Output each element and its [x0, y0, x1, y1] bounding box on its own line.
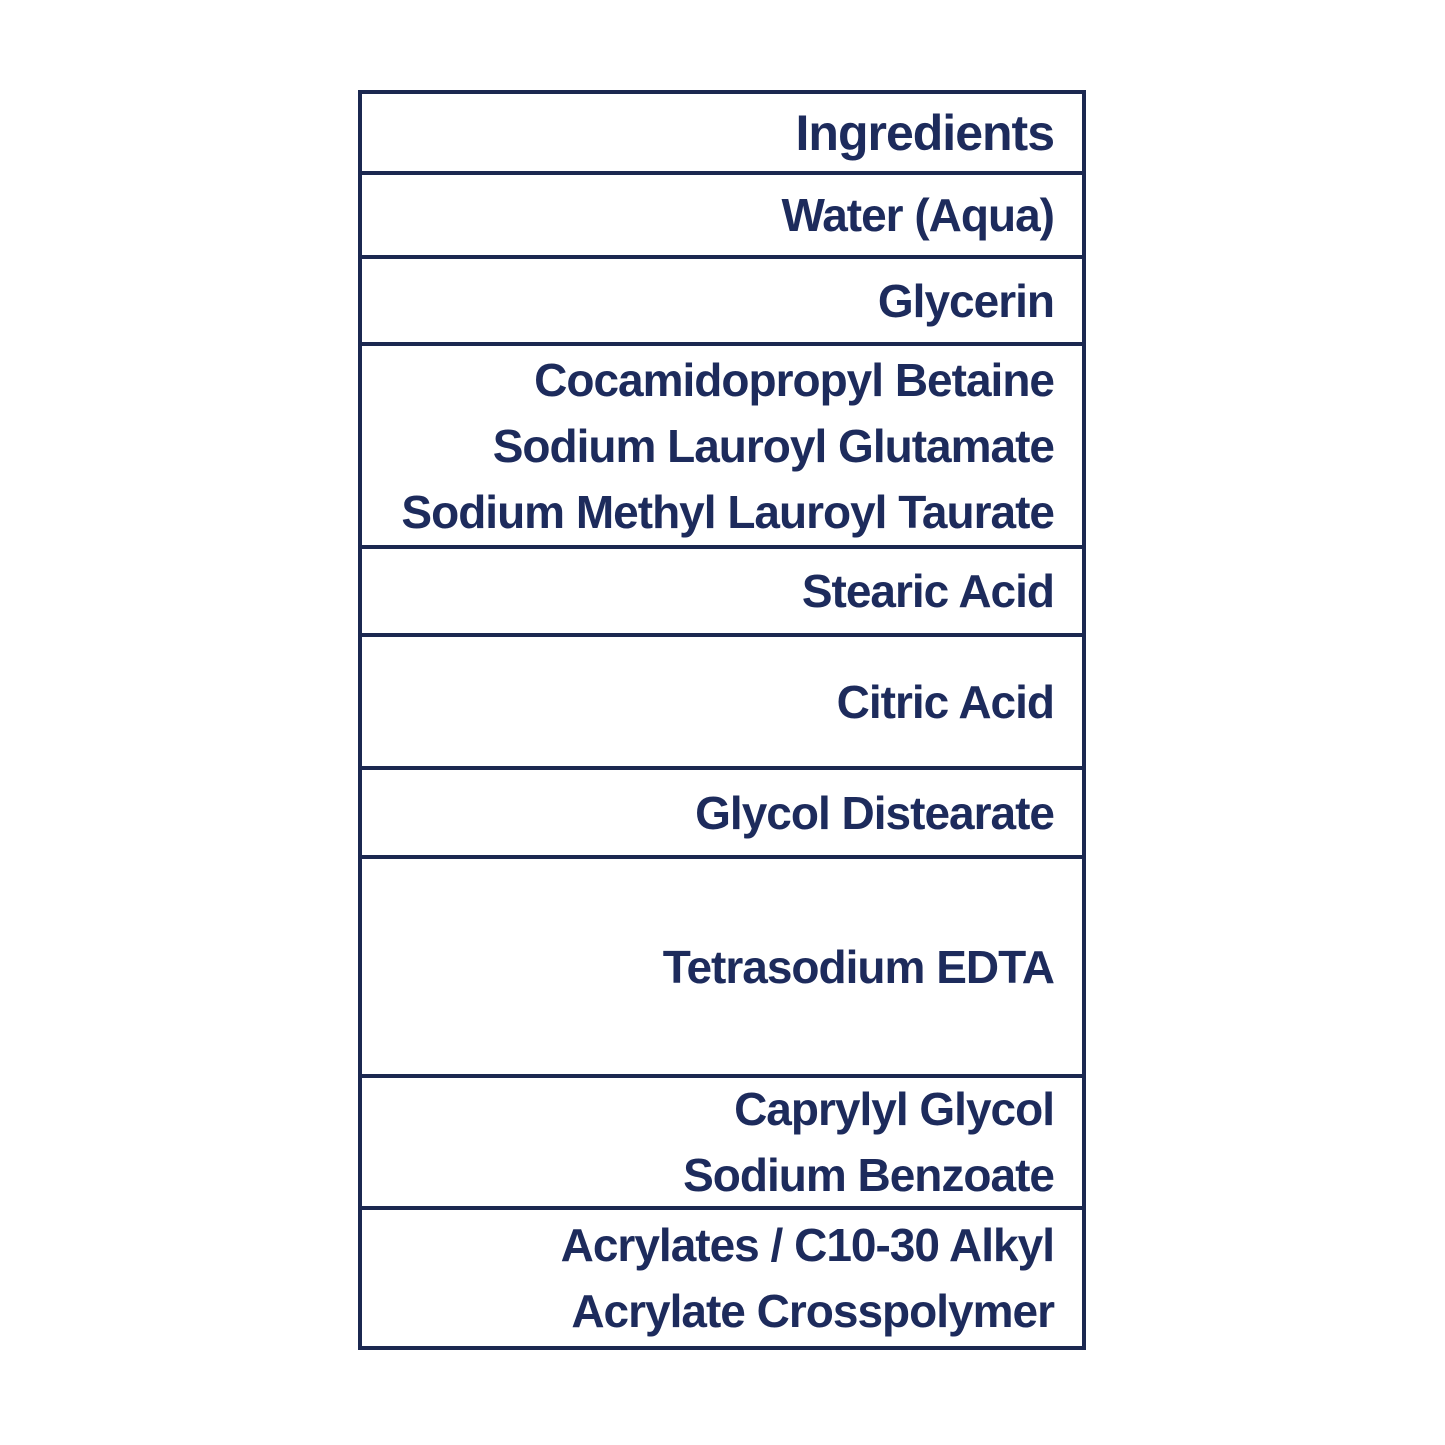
ingredient-row-preservatives: Caprylyl Glycol Sodium Benzoate: [362, 1078, 1082, 1210]
ingredient-line: Acrylates / C10-30 Alkyl: [560, 1219, 1055, 1271]
ingredients-table: Ingredients Water (Aqua) Glycerin Cocami…: [358, 90, 1086, 1350]
ingredient-line: Sodium Benzoate: [683, 1149, 1055, 1201]
ingredient-line: Sodium Lauroyl Glutamate: [492, 419, 1055, 472]
ingredient-row-glycerin: Glycerin: [362, 259, 1082, 346]
ingredient-line: Caprylyl Glycol: [734, 1083, 1055, 1135]
ingredients-title: Ingredients: [795, 104, 1055, 161]
ingredient-row-surfactants: Cocamidopropyl Betaine Sodium Lauroyl Gl…: [362, 346, 1082, 549]
ingredient-row-citric-acid: Citric Acid: [362, 637, 1082, 770]
ingredient-line: Acrylate Crosspolymer: [571, 1285, 1055, 1337]
ingredient-line: Glycerin: [877, 274, 1055, 327]
ingredient-line: Water (Aqua): [781, 189, 1055, 241]
ingredient-row-acrylates-crosspolymer: Acrylates / C10-30 Alkyl Acrylate Crossp…: [362, 1210, 1082, 1346]
ingredient-row-water: Water (Aqua): [362, 175, 1082, 259]
ingredient-line: Citric Acid: [836, 675, 1055, 728]
ingredient-line: Glycol Distearate: [695, 786, 1055, 839]
ingredients-header-row: Ingredients: [362, 94, 1082, 175]
ingredient-row-stearic-acid: Stearic Acid: [362, 549, 1082, 637]
ingredient-line: Tetrasodium EDTA: [662, 940, 1055, 993]
ingredient-line: Stearic Acid: [801, 565, 1055, 617]
ingredient-line: Sodium Methyl Lauroyl Taurate: [401, 485, 1055, 538]
ingredient-row-tetrasodium-edta: Tetrasodium EDTA: [362, 859, 1082, 1078]
ingredient-line: Cocamidopropyl Betaine: [534, 353, 1055, 406]
ingredient-row-glycol-distearate: Glycol Distearate: [362, 770, 1082, 859]
